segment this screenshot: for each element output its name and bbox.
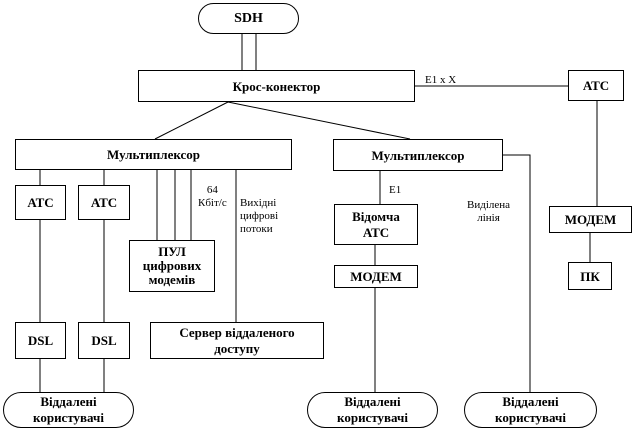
ats-left-2-node: АТС	[78, 185, 130, 220]
link-mux-right	[227, 101, 411, 140]
dept-ats-node: Відомча АТС	[334, 204, 418, 245]
pc-node: ПК	[568, 262, 612, 290]
dsl-2-node: DSL	[78, 322, 130, 359]
leased-line	[503, 154, 531, 392]
multiplexer-right-node: Мультиплексор	[333, 139, 503, 171]
label-64-kbps: 64 Кбіт/с	[198, 184, 227, 209]
remote-users-1-node: Віддалені користувачі	[3, 392, 134, 428]
sdh-node: SDH	[198, 3, 299, 34]
label-digital-streams: Вихідні цифрові потоки	[240, 197, 279, 235]
label-leased-line: Виділена лінія	[467, 199, 511, 224]
label-e1-x: E1 x X	[425, 74, 457, 86]
dsl-1-node: DSL	[15, 322, 66, 359]
ats-top-right-node: АТС	[568, 70, 624, 101]
cross-connector-node: Крос-конектор	[138, 70, 415, 102]
modem-right-node: МОДЕМ	[549, 206, 632, 233]
label-e1: E1	[389, 184, 402, 196]
remote-users-3-node: Віддалені користувачі	[464, 392, 597, 428]
ats-left-1-node: АТС	[15, 185, 66, 220]
modem-pool-node: ПУЛ цифрових модемів	[129, 240, 215, 292]
remote-access-server-node: Сервер віддаленого доступу	[150, 322, 324, 359]
modem-middle-node: МОДЕМ	[334, 265, 418, 288]
remote-users-2-node: Віддалені користувачі	[307, 392, 438, 428]
multiplexer-left-node: Мультиплексор	[15, 139, 292, 170]
link-mux-left	[154, 101, 229, 140]
